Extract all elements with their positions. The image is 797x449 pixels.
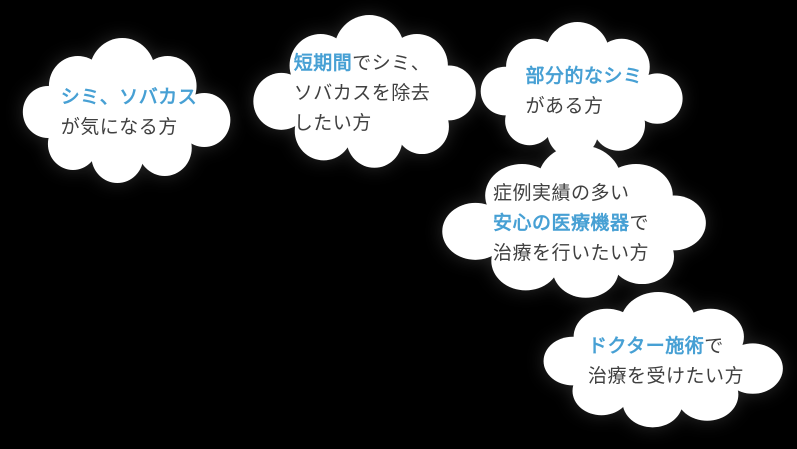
cloud-line: ドクター施術で	[588, 332, 744, 362]
body-text: ソバカスを除去	[293, 82, 431, 104]
cloud-shape	[22, 38, 231, 183]
cloud-line: ソバカスを除去	[294, 79, 431, 109]
cloud-text: シミ、ソバカス が気になる方	[18, 38, 240, 188]
cloud-text: 短期間でシミ、 ソバカスを除去 したい方	[243, 15, 481, 173]
cloud-bubble-short-term-removal: 短期間でシミ、 ソバカスを除去 したい方	[243, 15, 481, 173]
cloud-shape	[480, 22, 683, 158]
body-text: 治療を受けたい方	[587, 366, 744, 387]
cloud-shape	[253, 15, 476, 168]
cloud-line: 短期間でシミ、	[294, 49, 431, 79]
accent-text: 安心の医療機器	[492, 212, 630, 234]
cloud-text: 症例実績の多い 安心の医療機器で 治療を行いたい方	[430, 145, 712, 303]
body-text: がある方	[525, 96, 604, 117]
cloud-line: 部分的なシミ	[525, 62, 642, 92]
cloud-bubble-spots-freckles: シミ、ソバカス が気になる方	[18, 38, 240, 188]
body-text: 治療を行いたい方	[492, 243, 649, 264]
body-text: したい方	[293, 113, 372, 134]
cloud-bubble-doctor-treatment: ドクター施術で 治療を受けたい方	[538, 292, 794, 432]
cloud-line: がある方	[525, 92, 642, 122]
body-text: で	[704, 335, 724, 357]
cloud-line: シミ、ソバカス	[61, 83, 198, 113]
accent-text: シミ、ソバカス	[60, 86, 198, 108]
body-text: 症例実績の多い	[492, 182, 630, 204]
cloud-text: ドクター施術で 治療を受けたい方	[538, 292, 794, 432]
cloud-shape	[543, 292, 783, 428]
accent-text: 部分的なシミ	[525, 65, 643, 87]
body-text: でシミ、	[352, 52, 431, 74]
cloud-line: が気になる方	[61, 113, 198, 143]
cloud-line: 安心の医療機器で	[493, 209, 649, 239]
cloud-text: 部分的なシミ がある方	[476, 22, 692, 162]
cloud-line: 治療を行いたい方	[493, 239, 649, 269]
accent-text: 短期間	[293, 52, 353, 74]
accent-text: ドクター施術	[587, 335, 705, 357]
body-text: が気になる方	[60, 117, 178, 138]
body-text: で	[629, 212, 650, 234]
cloud-bubble-partial-spots: 部分的なシミ がある方	[476, 22, 692, 162]
cloud-line: 症例実績の多い	[493, 179, 649, 209]
cloud-line: したい方	[294, 109, 431, 139]
cloud-bubble-medical-device: 症例実績の多い 安心の医療機器で 治療を行いたい方	[430, 145, 712, 303]
cloud-shape	[442, 145, 706, 298]
cloud-line: 治療を受けたい方	[588, 362, 744, 392]
